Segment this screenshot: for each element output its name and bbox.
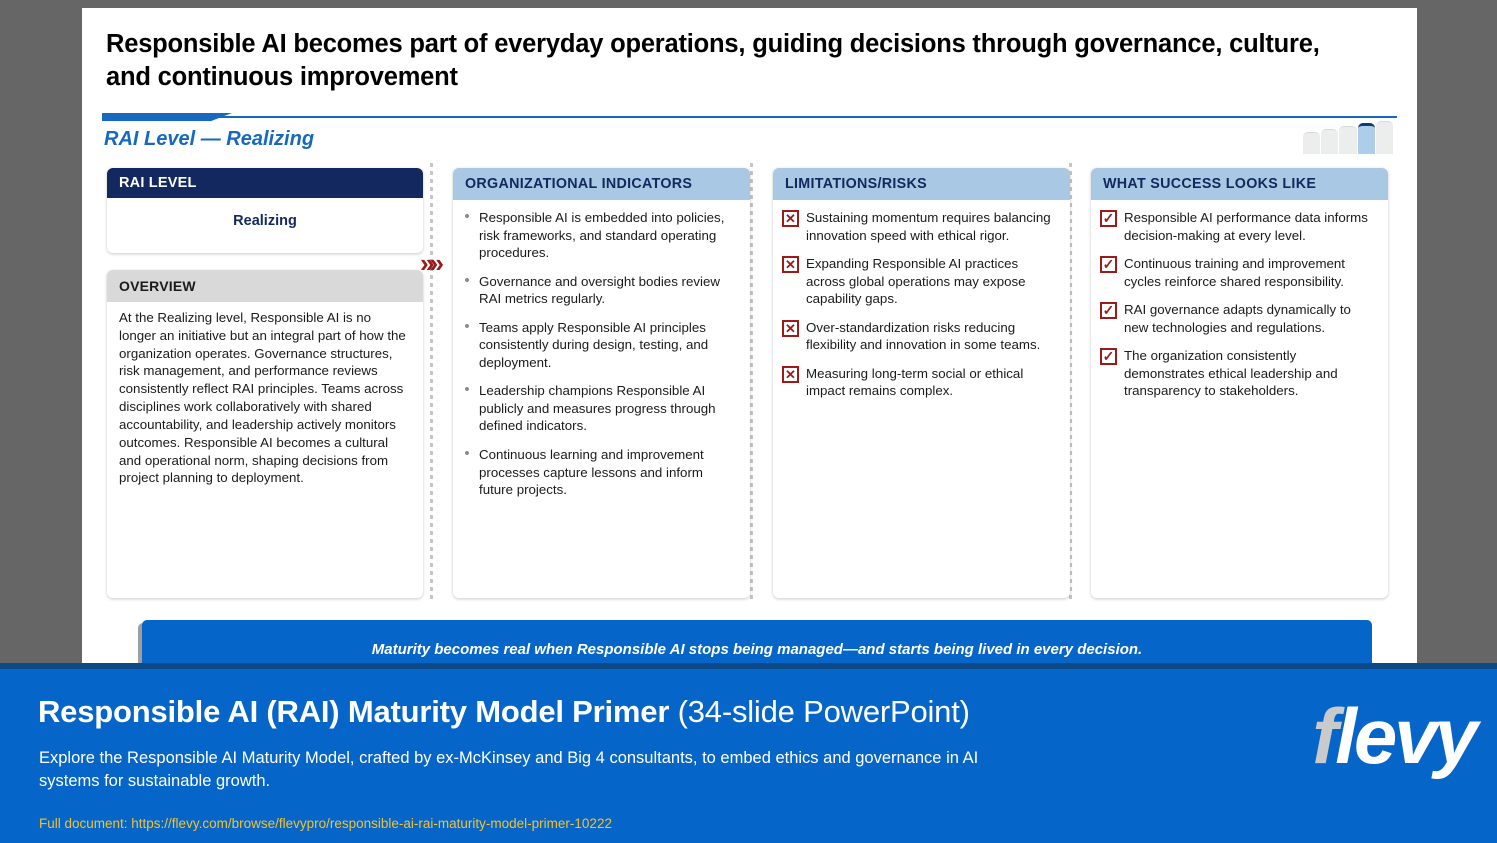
rai-level-card: RAI LEVEL Realizing	[107, 168, 423, 253]
page-title: Responsible AI becomes part of everyday …	[106, 30, 1320, 92]
list-item-text: Over-standardization risks reducing flex…	[806, 319, 1041, 353]
list-item: • Governance and oversight bodies review…	[462, 271, 740, 308]
divider-line	[102, 116, 1397, 118]
flevy-logo: flevy	[1312, 697, 1478, 775]
list-item-text: Continuous training and improvement cycl…	[1124, 256, 1346, 289]
list-item-text: Responsible AI is embedded into policies…	[479, 210, 725, 261]
list-item: ✕ Measuring long-term social or ethical …	[782, 365, 1060, 400]
overview-card-header: OVERVIEW	[107, 270, 423, 302]
slide-canvas: Responsible AI becomes part of everyday …	[82, 8, 1417, 678]
slide-subtitle: RAI Level — Realizing	[104, 128, 315, 150]
cross-mark-icon: ✕	[782, 210, 799, 227]
list-item-text: Sustaining momentum requires balancing i…	[806, 210, 1051, 243]
progress-segment-3	[1339, 126, 1357, 154]
list-item: • Leadership champions Responsible AI pu…	[462, 382, 740, 435]
divider-accent-bar	[102, 113, 232, 121]
title-divider	[102, 113, 1397, 123]
column-separator-3	[1069, 163, 1072, 603]
list-item: ✕ Expanding Responsible AI practices acr…	[782, 255, 1060, 308]
organizational-indicators-body: • Responsible AI is embedded into polici…	[453, 200, 750, 518]
list-item: ✓ RAI governance adapts dynamically to n…	[1100, 301, 1378, 336]
bullet-dot-icon: •	[464, 208, 470, 225]
what-success-looks-like-list: ✓ Responsible AI performance data inform…	[1100, 209, 1378, 400]
organizational-indicators-list: • Responsible AI is embedded into polici…	[462, 208, 740, 499]
list-item: ✓ Continuous training and improvement cy…	[1100, 255, 1378, 290]
limitations-risks-header: LIMITATIONS/RISKS	[773, 168, 1070, 200]
list-item-text: Continuous learning and improvement proc…	[479, 447, 704, 498]
overview-card: OVERVIEW At the Realizing level, Respons…	[107, 270, 423, 598]
limitations-risks-panel: LIMITATIONS/RISKS ✕ Sustaining momentum …	[773, 168, 1070, 598]
limitations-risks-body: ✕ Sustaining momentum requires balancing…	[773, 200, 1070, 419]
bullet-dot-icon: •	[464, 317, 470, 335]
cross-mark-icon: ✕	[782, 256, 799, 274]
organizational-indicators-header: ORGANIZATIONAL INDICATORS	[453, 168, 750, 200]
columns-container: »» RAI LEVEL Realizing OVERVIEW At the R…	[102, 163, 1397, 603]
list-item: ✓ The organization consistently demonstr…	[1100, 347, 1378, 400]
what-success-looks-like-panel: WHAT SUCCESS LOOKS LIKE ✓ Responsible AI…	[1091, 168, 1388, 598]
overview-card-body: At the Realizing level, Responsible AI i…	[119, 310, 406, 486]
footer-title: Responsible AI (RAI) Maturity Model Prim…	[38, 694, 970, 730]
column-separator-2	[750, 163, 753, 603]
footer-description: Explore the Responsible AI Maturity Mode…	[39, 749, 979, 790]
checkmark-icon: ✓	[1100, 348, 1117, 366]
footer-document-link[interactable]: Full document: https://flevy.com/browse/…	[39, 816, 612, 831]
limitations-risks-list: ✕ Sustaining momentum requires balancing…	[782, 209, 1060, 400]
checkmark-icon: ✓	[1100, 210, 1117, 227]
progress-segment-4-active	[1357, 123, 1375, 154]
list-item-text: Governance and oversight bodies review R…	[479, 273, 720, 307]
what-success-looks-like-header: WHAT SUCCESS LOOKS LIKE	[1091, 168, 1388, 200]
list-item: ✕ Sustaining momentum requires balancing…	[782, 209, 1060, 244]
list-item: ✕ Over-standardization risks reducing fl…	[782, 319, 1060, 354]
double-chevron-icon: »»	[420, 248, 444, 278]
list-item-text: Leadership champions Responsible AI publ…	[479, 383, 716, 434]
flevy-logo-levy: levy	[1335, 692, 1478, 780]
list-item: • Teams apply Responsible AI principles …	[462, 317, 740, 372]
rai-level-card-header: RAI LEVEL	[107, 168, 423, 198]
bullet-dot-icon: •	[464, 271, 470, 289]
rai-level-value: Realizing	[233, 213, 297, 229]
list-item: ✓ Responsible AI performance data inform…	[1100, 209, 1378, 244]
checkmark-icon: ✓	[1100, 302, 1117, 320]
progress-segment-1	[1303, 132, 1321, 154]
bullet-dot-icon: •	[464, 381, 470, 399]
list-item: • Responsible AI is embedded into polici…	[462, 208, 740, 262]
list-item-text: Measuring long-term social or ethical im…	[806, 365, 1024, 399]
flevy-footer: Responsible AI (RAI) Maturity Model Prim…	[0, 663, 1497, 843]
cross-mark-icon: ✕	[782, 365, 799, 383]
bullet-dot-icon: •	[464, 445, 470, 463]
cross-mark-icon: ✕	[782, 319, 799, 337]
footer-title-bold: Responsible AI (RAI) Maturity Model Prim…	[38, 694, 670, 729]
progress-segment-5	[1375, 121, 1394, 154]
flevy-logo-f: f	[1312, 692, 1338, 780]
list-item-text: Teams apply Responsible AI principles co…	[479, 319, 709, 370]
list-item: • Continuous learning and improvement pr…	[462, 445, 740, 499]
checkmark-icon: ✓	[1100, 256, 1117, 274]
list-item-text: Responsible AI performance data informs …	[1124, 210, 1368, 243]
list-item-text: RAI governance adapts dynamically to new…	[1124, 302, 1351, 335]
progress-segment-2	[1321, 129, 1339, 154]
column-separator-1	[430, 163, 433, 603]
footer-title-light: (34-slide PowerPoint)	[669, 694, 970, 729]
list-item-text: The organization consistently demonstrat…	[1124, 348, 1338, 399]
list-item-text: Expanding Responsible AI practices acros…	[806, 256, 1026, 307]
what-success-looks-like-body: ✓ Responsible AI performance data inform…	[1091, 200, 1388, 419]
organizational-indicators-panel: ORGANIZATIONAL INDICATORS • Responsible …	[453, 168, 750, 598]
maturity-progress-indicator	[1303, 118, 1394, 154]
